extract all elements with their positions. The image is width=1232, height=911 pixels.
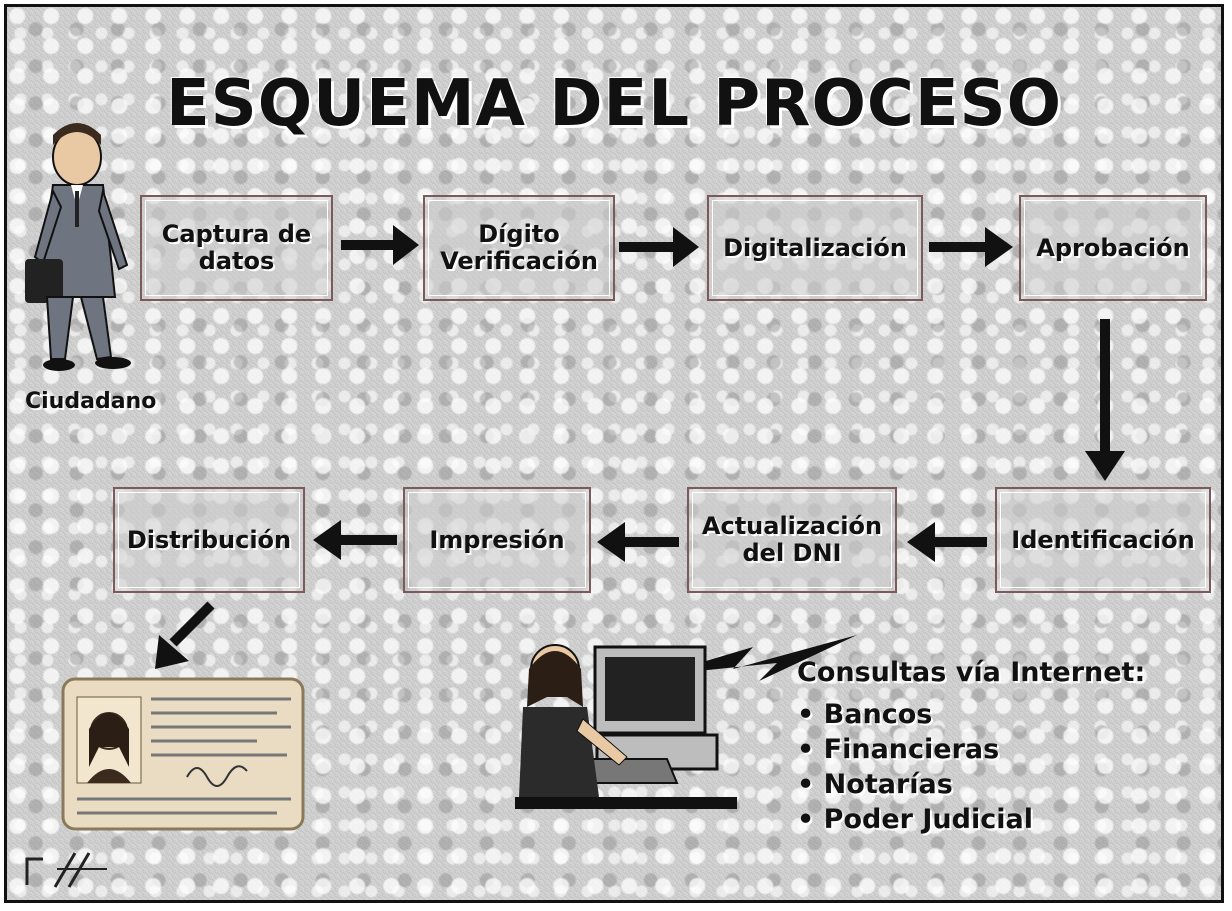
arrow-distribucion-to-card [155, 601, 215, 669]
arrow-impresion-to-distribucion [313, 520, 397, 560]
lightning-icon [659, 635, 857, 681]
list-item: Bancos [797, 697, 1033, 732]
diagram-slide: ESQUEMA DEL PROCESO Ciudadano Captura de… [4, 4, 1224, 903]
step-identificacion: Identificación [995, 487, 1211, 593]
consultas-heading: Consultas vía Internet: [797, 657, 1146, 688]
corner-logo-icon [25, 852, 107, 888]
step-label: Digitalización [723, 233, 907, 262]
step-digito-verificacion: Dígito Verificación [423, 195, 615, 301]
list-item: Financieras [797, 732, 1033, 767]
step-label: Dígito Verificación [440, 220, 598, 275]
step-impresion: Impresión [403, 487, 591, 593]
step-distribucion: Distribución [113, 487, 305, 593]
list-item: Notarías [797, 767, 1033, 802]
step-actualizacion-del-dni: Actualización del DNI [687, 487, 897, 593]
step-aprobacion: Aprobación [1019, 195, 1207, 301]
step-label: Impresión [429, 525, 565, 554]
step-label: Identificación [1011, 525, 1195, 554]
step-label: Aprobación [1036, 233, 1190, 262]
arrow-aprobacion-to-identificacion [1085, 319, 1125, 481]
diagram-title: ESQUEMA DEL PROCESO [165, 67, 1063, 141]
list-item: Poder Judicial [797, 802, 1033, 837]
arrow-digito-to-digitalizacion [619, 227, 699, 267]
arrow-identificacion-to-actualizacion [907, 522, 987, 562]
consultas-list: Bancos Financieras Notarías Poder Judici… [797, 697, 1033, 837]
citizen-figure-icon [25, 123, 131, 371]
arrow-captura-to-digito [341, 225, 419, 265]
step-label: Actualización del DNI [701, 512, 883, 567]
arrow-actualizacion-to-impresion [597, 522, 679, 562]
computer-operator-icon [515, 644, 737, 809]
step-captura-de-datos: Captura de datos [140, 195, 333, 301]
diagram-graphics [25, 123, 1125, 888]
step-label: Distribución [126, 525, 292, 554]
arrow-digitalizacion-to-aprobacion [929, 227, 1013, 267]
step-digitalizacion: Digitalización [707, 195, 923, 301]
id-card-image [61, 677, 305, 831]
citizen-label: Ciudadano [25, 389, 157, 414]
step-label: Captura de datos [161, 220, 312, 275]
